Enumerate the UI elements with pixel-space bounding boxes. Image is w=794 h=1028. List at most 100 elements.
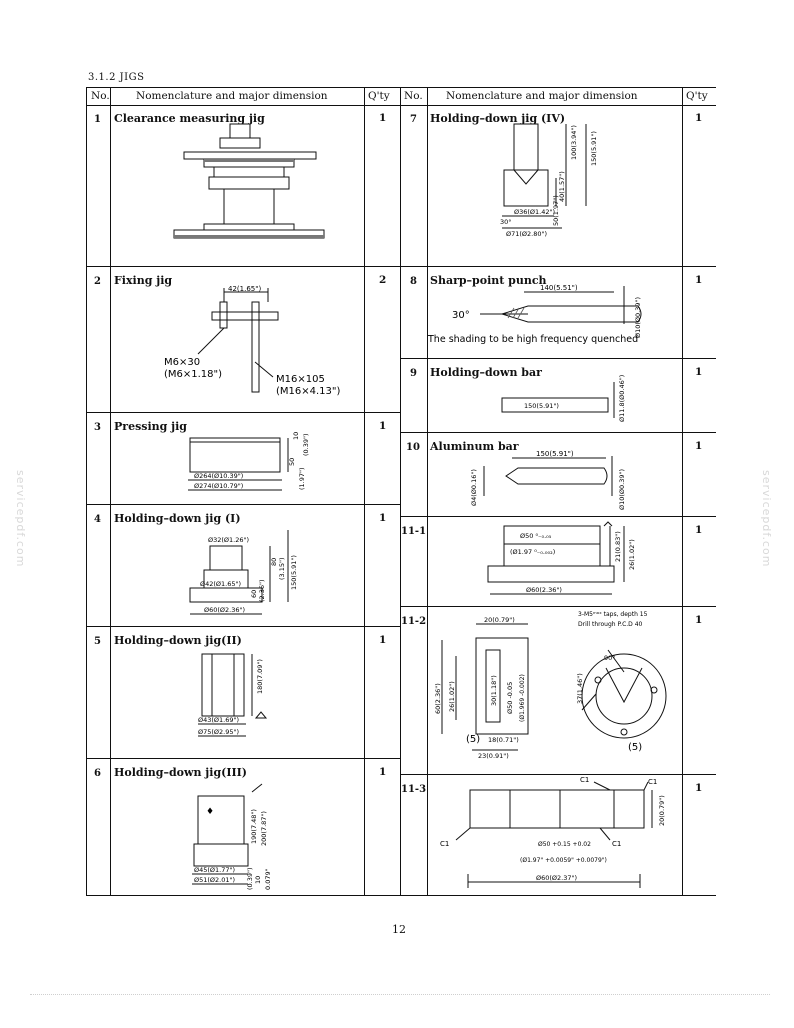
dim-label: Ø60(2.36") xyxy=(526,586,562,594)
dim-label: 0.079" xyxy=(264,868,272,890)
dim-label: 80 xyxy=(270,558,278,566)
item-name: Holding–down bar xyxy=(430,366,542,379)
table-header: No. Nomenclature and major dimension Q't… xyxy=(86,87,400,106)
dim-label: (M16×4.13") xyxy=(276,386,340,397)
dim-label: Ø264(Ø10.39") xyxy=(194,472,243,480)
dim-label: (Ø1.97" +0.0059" +0.0079") xyxy=(520,857,607,864)
dim-label: (3.15") xyxy=(278,557,286,580)
dim-label: 30(1.18") xyxy=(490,675,498,706)
dim-label: 20(0.79") xyxy=(658,795,666,826)
table-row: 4 Holding–down jig (I) 1 Ø32(Ø1.26") Ø42… xyxy=(86,504,400,627)
dim-label: Ø4(Ø0.16") xyxy=(470,469,478,506)
dim-label: (Ø1.969 -0.002) xyxy=(519,674,526,722)
item-no: 6 xyxy=(94,768,101,779)
dim-label: (2.36") xyxy=(258,579,266,602)
dim-label: M16×105 xyxy=(276,374,325,385)
table-row: 10 Aluminum bar 1 150(5.91") Ø4(Ø0.16") … xyxy=(400,432,716,517)
tap-note: 3-M5ᵐᵃˣ taps, depth 15 xyxy=(578,611,648,618)
table-row: 11-1 1 Ø50 ⁰₋₀.₀₅ (Ø1.97 ⁰₋₀.₀₀₂) Ø60(2.… xyxy=(400,516,716,607)
dim-label: Ø75(Ø2.95") xyxy=(198,728,239,736)
chamfer-label: C1 xyxy=(440,840,449,848)
table-row: 3 Pressing jig 1 Ø264(Ø10.39") Ø274(Ø10.… xyxy=(86,412,400,505)
dim-label: 150(5.91") xyxy=(536,450,574,458)
sharp-point-punch-drawing: 140(5.51") 30° Ø10(Ø0.39") The shading t… xyxy=(427,284,642,345)
holding-down-jig-2-drawing: 180(7.09") Ø43(Ø1.69") Ø75(Ø2.95") xyxy=(198,653,268,737)
pressing-jig-drawing: Ø264(Ø10.39") Ø274(Ø10.79") 10 (0.39") 5… xyxy=(188,432,310,491)
dim-label: 30° xyxy=(500,218,512,226)
dim-label: (M6×1.18") xyxy=(164,369,222,380)
item-qty: 1 xyxy=(379,420,387,432)
dim-label: 26(1.02") xyxy=(448,681,456,712)
dim-label: 40(1.57") xyxy=(558,171,566,202)
table-row: 8 Sharp–point punch 1 140(5.51") 30° Ø10… xyxy=(400,266,716,359)
part-11-3-drawing: C1 C1 C1 C1 20(0.79") Ø50 +0.15 +0.02 (Ø… xyxy=(440,776,666,888)
table-row: 5 Holding–down jig(II) 1 180(7.09") Ø43(… xyxy=(86,626,400,759)
item-name: Holding–down jig (I) xyxy=(114,512,241,525)
dim-label: (5) xyxy=(628,742,642,753)
table-border xyxy=(86,87,87,895)
header-no: No. xyxy=(91,90,110,102)
dim-label: 150(5.91") xyxy=(290,555,298,590)
item-no: 8 xyxy=(410,276,417,287)
clearance-jig-drawing xyxy=(173,123,325,239)
dim-label: 190(7.48") xyxy=(250,809,258,844)
item-no: 3 xyxy=(94,422,101,433)
table-row: 7 Holding–down jig (IV) 1 100(3.94") 150… xyxy=(400,104,716,267)
dim-label: Ø43(Ø1.69") xyxy=(198,716,239,724)
dim-label: 60 xyxy=(250,590,258,598)
item-qty: 2 xyxy=(379,274,387,286)
dim-label: 26(1.02") xyxy=(628,539,636,570)
item-qty: 1 xyxy=(695,112,703,124)
dim-label: 42(1.65") xyxy=(228,285,261,293)
dim-label: Ø32(Ø1.26") xyxy=(208,536,249,544)
item-no: 11-1 xyxy=(401,526,427,537)
item-name: Fixing jig xyxy=(114,274,173,287)
column-divider xyxy=(364,87,365,895)
dim-label: 23(0.91") xyxy=(478,752,509,760)
item-name: Pressing jig xyxy=(114,420,187,433)
header-no: No. xyxy=(404,90,423,102)
column-divider xyxy=(110,87,111,895)
header-qty: Q'ty xyxy=(368,90,390,102)
dim-label: (0.39") xyxy=(246,867,254,890)
dim-label: Ø10(Ø0.39") xyxy=(618,469,626,510)
dim-label: Ø71(Ø2.80") xyxy=(506,230,547,238)
dim-label: Ø36(Ø1.42") xyxy=(514,208,555,216)
section-title: 3.1.2 JIGS xyxy=(88,72,145,83)
item-no: 4 xyxy=(94,514,101,525)
dim-label: Ø51(Ø2.01") xyxy=(194,876,235,884)
jigs-table-left: No. Nomenclature and major dimension Q't… xyxy=(86,87,400,896)
item-qty: 1 xyxy=(695,366,703,378)
dim-label: 21(0.83") xyxy=(614,531,622,562)
table-row: 11-3 1 C1 C1 C1 C1 20(0.79") Ø50 xyxy=(400,774,716,896)
holding-down-bar-drawing: 150(5.91") Ø11.8(Ø0.46") xyxy=(501,375,626,422)
dim-label: 10 xyxy=(292,432,300,440)
dim-label: Ø11.8(Ø0.46") xyxy=(618,375,626,422)
dim-label: 150(5.91") xyxy=(524,402,559,410)
table-row: 1 Clearance measuring jig 1 xyxy=(86,104,400,267)
part-11-2-drawing: 3-M5ᵐᵃˣ taps, depth 15 Drill through P.C… xyxy=(434,611,667,760)
item-no: 10 xyxy=(406,442,420,453)
dim-label: 100(3.94") xyxy=(570,125,578,160)
item-no: 11-2 xyxy=(401,616,427,627)
table-row: 6 Holding–down jig(III) 1 ♦ Ø45(Ø1.77") … xyxy=(86,758,400,896)
watermark-left: servicepdf.com xyxy=(14,470,27,568)
dim-label: 150(5.91") xyxy=(590,131,598,166)
dim-label: (1.97") xyxy=(298,467,306,490)
aluminum-bar-drawing: 150(5.91") Ø4(Ø0.16") Ø10(Ø0.39") xyxy=(470,450,626,510)
item-name: Holding–down jig(III) xyxy=(114,766,247,779)
item-qty: 1 xyxy=(379,512,387,524)
dim-label: (5) xyxy=(466,734,480,745)
item-qty: 1 xyxy=(379,634,387,646)
item-no: 7 xyxy=(410,114,417,125)
dim-label: M6×30 xyxy=(164,357,200,368)
chamfer-label: C1 xyxy=(648,778,657,786)
watermark-right: servicepdf.com xyxy=(760,470,773,568)
drill-note: Drill through P.C.D 40 xyxy=(578,621,643,628)
dim-label: 37(1.46") xyxy=(576,673,584,704)
marking: ♦ xyxy=(206,807,214,817)
dim-label: Ø50 +0.15 +0.02 xyxy=(538,841,591,848)
dim-label: Ø60(Ø2.36") xyxy=(204,606,245,614)
dim-label: 18(0.71") xyxy=(488,736,519,744)
dim-label: 60(2.36") xyxy=(434,683,442,714)
